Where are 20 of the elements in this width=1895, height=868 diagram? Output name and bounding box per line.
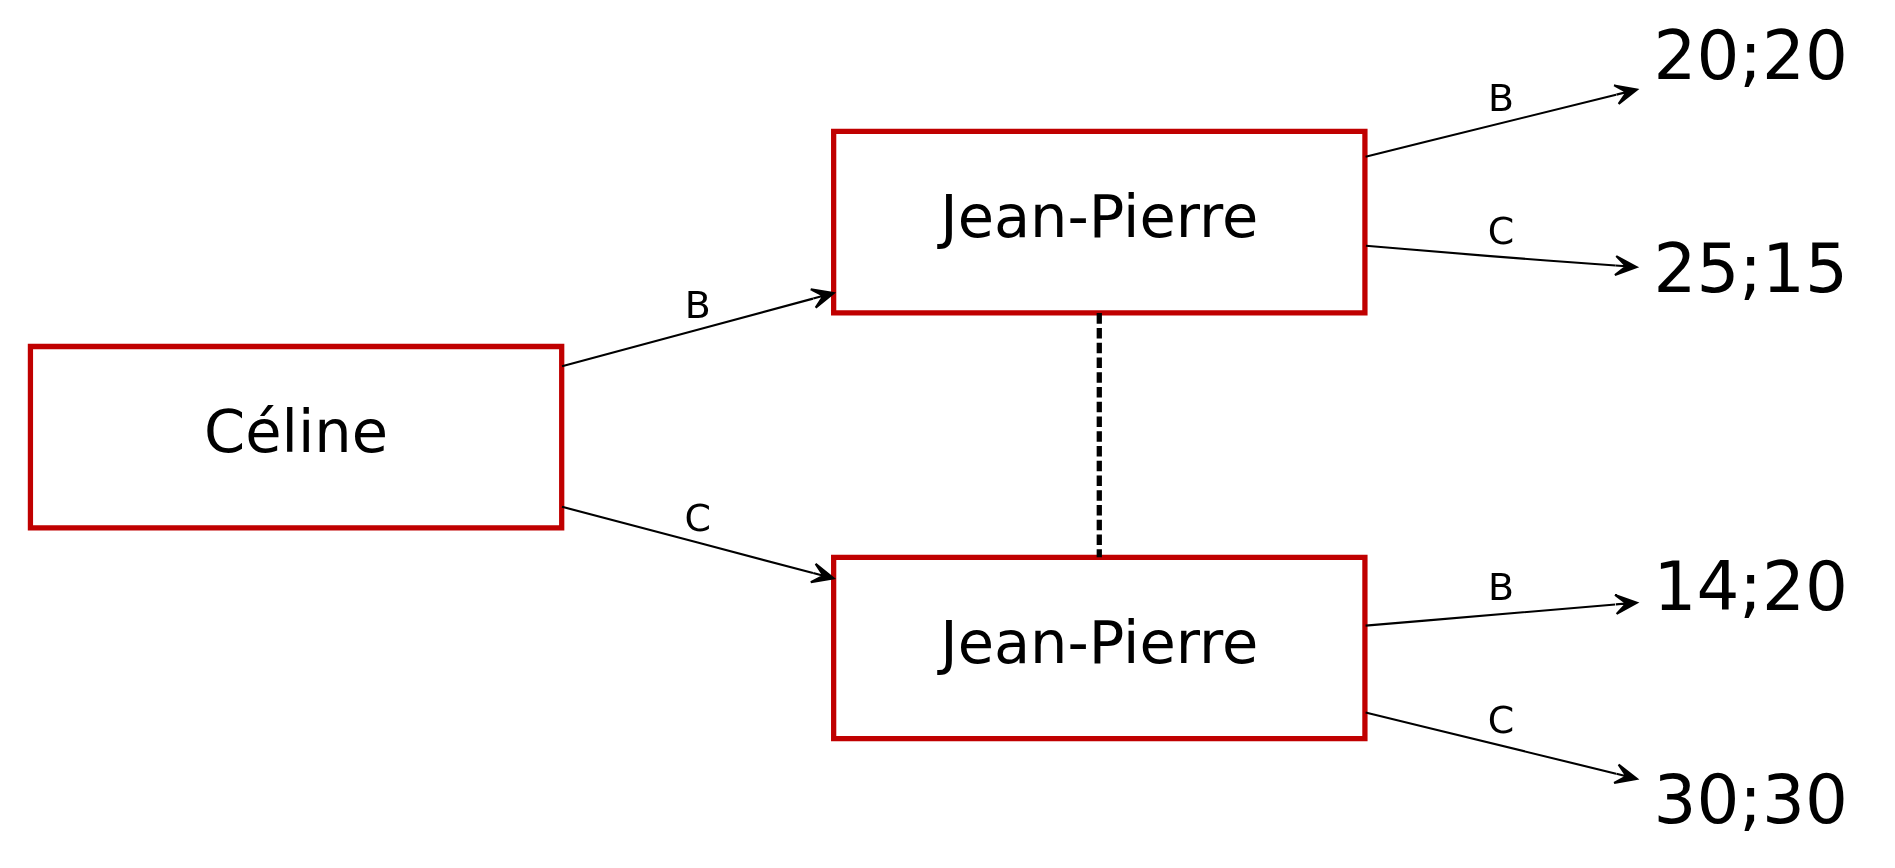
edge-label: B (1487, 76, 1514, 121)
connector (1096, 313, 1102, 558)
arrow (1365, 84, 1638, 158)
arrow (1365, 244, 1638, 277)
node-text: 14;20 (1653, 547, 1848, 627)
arrow (1365, 711, 1638, 785)
arrow (1365, 593, 1638, 627)
node-box: Jean-Pierre (831, 554, 1368, 742)
node-box: Jean-Pierre (831, 128, 1368, 316)
edge-label: B (684, 282, 711, 327)
edge-label: C (1487, 209, 1515, 254)
edge-label: C (684, 495, 711, 540)
node-text: 30;30 (1653, 760, 1848, 840)
arrow (561, 505, 835, 584)
arrow (561, 288, 835, 368)
node-text: 25;15 (1653, 228, 1848, 308)
edge-label: B (1487, 565, 1514, 610)
node-box: Céline (27, 343, 565, 531)
edge-label: C (1487, 698, 1515, 743)
node-text: 20;20 (1653, 15, 1848, 95)
